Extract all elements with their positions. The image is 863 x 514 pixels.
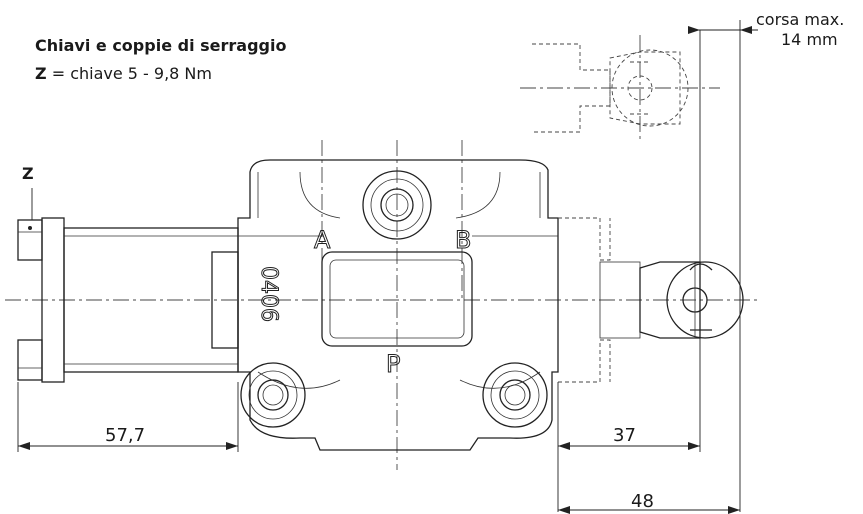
port-p-right-fitting xyxy=(482,362,548,428)
body-marking: 0406 xyxy=(256,266,281,322)
torque-spec: Z = chiave 5 - 9,8 Nm xyxy=(35,64,212,83)
dimension-right: 37 xyxy=(613,425,636,446)
stroke-value: 14 mm xyxy=(781,30,838,49)
port-p-left-fitting xyxy=(240,362,306,428)
port-b-label: B xyxy=(455,226,471,254)
actuator-cap xyxy=(17,188,239,383)
dimension-lines xyxy=(17,20,758,514)
valve-body xyxy=(237,159,559,451)
legend-title: Chiavi e coppie di serraggio xyxy=(35,36,287,55)
z-key-marker: Z xyxy=(22,164,34,183)
port-a-label: A xyxy=(314,226,331,254)
dimension-total-right: 48 xyxy=(631,491,654,512)
torque-key-description: = chiave 5 - 9,8 Nm xyxy=(46,64,212,83)
torque-key-letter: Z xyxy=(35,64,47,83)
dimension-left: 57,7 xyxy=(105,425,146,446)
port-a-fitting xyxy=(362,170,432,240)
port-p-label: P xyxy=(386,350,400,378)
spool-end xyxy=(558,217,744,383)
spool-max-stroke-view xyxy=(532,43,689,133)
stroke-label: corsa max. xyxy=(756,10,845,29)
